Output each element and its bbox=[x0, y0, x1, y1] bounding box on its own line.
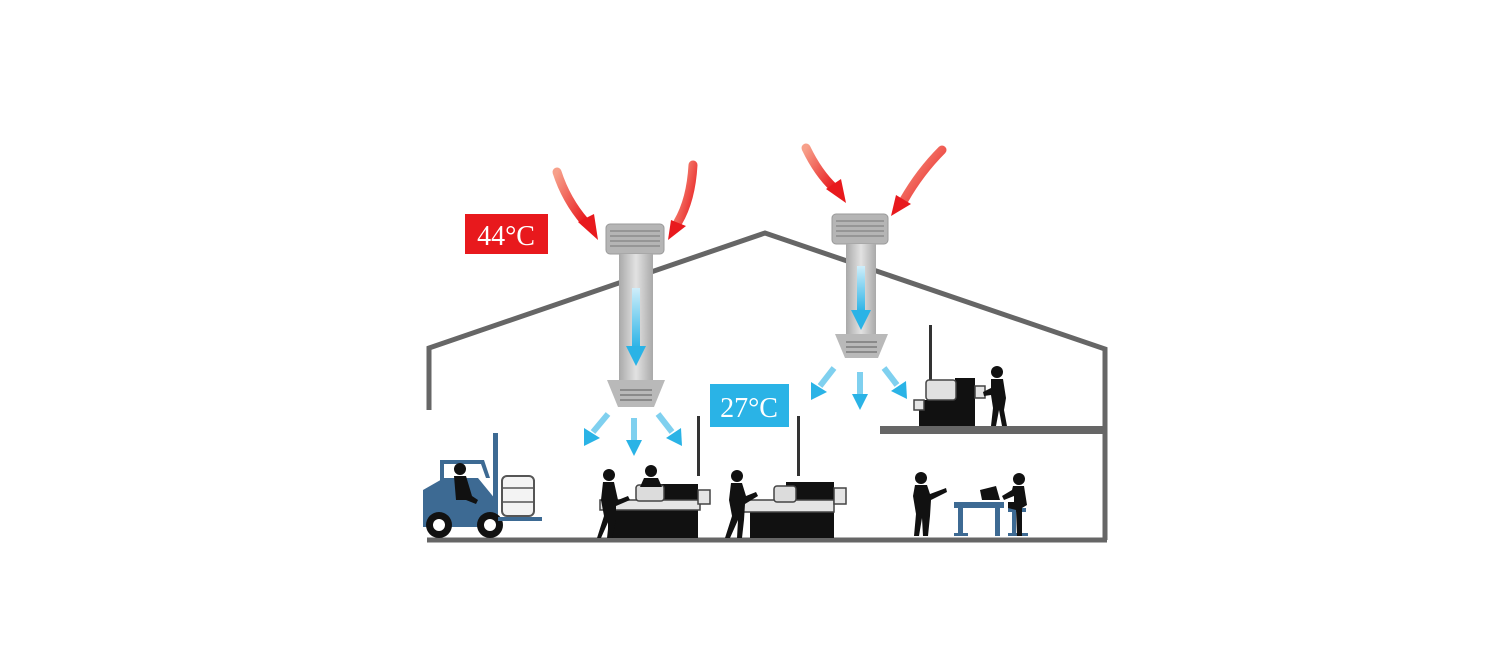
worker-icon bbox=[913, 472, 947, 536]
inside-temperature-label: 27°C bbox=[720, 393, 778, 424]
worker-icon bbox=[983, 366, 1007, 426]
outside-temperature-badge: 44°C bbox=[465, 214, 548, 254]
forklift-icon bbox=[423, 433, 542, 538]
laptop-icon bbox=[980, 486, 1000, 500]
cool-air-arrow-icon bbox=[852, 372, 868, 410]
evaporative-cooler-right bbox=[831, 213, 889, 358]
machine-icon bbox=[599, 416, 711, 538]
inside-temperature-badge: 27°C bbox=[710, 384, 789, 427]
hot-air-arrow-icon bbox=[552, 167, 598, 240]
machine-icon bbox=[741, 416, 847, 538]
hot-air-arrows bbox=[552, 143, 947, 240]
cool-air-arrow-icon bbox=[881, 366, 907, 399]
worker-icon bbox=[1002, 473, 1027, 536]
cool-air-arrows-right bbox=[811, 366, 907, 410]
cool-air-arrow-icon bbox=[655, 412, 682, 446]
cool-air-arrows-left bbox=[584, 412, 682, 456]
cool-air-arrow-icon bbox=[584, 412, 611, 446]
outside-temperature-label: 44°C bbox=[477, 221, 535, 252]
worker-icon bbox=[725, 470, 758, 538]
hot-air-arrow-icon bbox=[801, 143, 846, 203]
machine-icon bbox=[913, 325, 986, 426]
building-outline bbox=[426, 230, 1108, 543]
hot-air-arrow-icon bbox=[891, 145, 947, 216]
cool-air-arrow-icon bbox=[626, 418, 642, 456]
worker-icon bbox=[597, 469, 630, 538]
evaporative-cooler-left bbox=[605, 223, 665, 407]
hot-air-arrow-icon bbox=[668, 160, 698, 240]
worker-icon bbox=[640, 465, 662, 487]
cool-air-arrow-icon bbox=[811, 366, 837, 400]
